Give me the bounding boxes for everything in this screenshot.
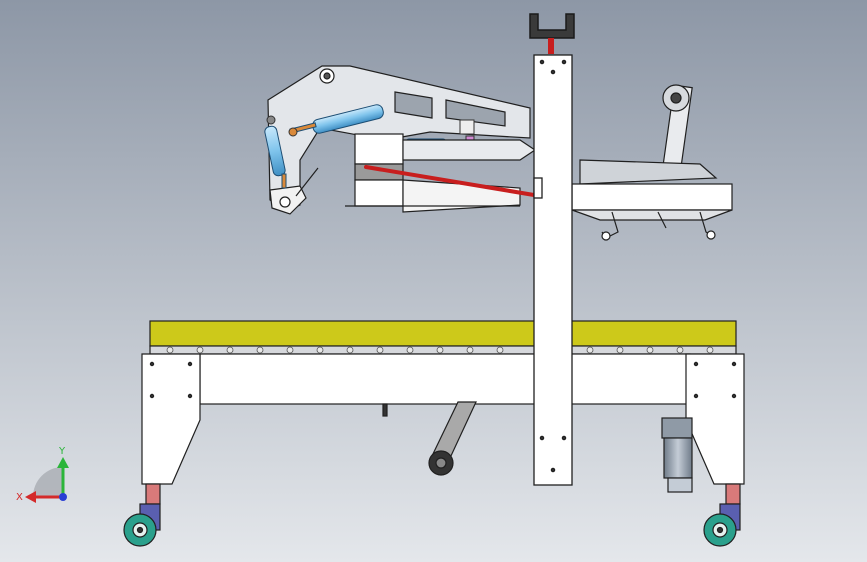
red-strut (364, 165, 542, 198)
left-leg (141, 353, 201, 505)
triad-shadow (33, 467, 63, 497)
triad-x-label: X (16, 492, 23, 503)
center-support (382, 401, 477, 476)
rollers (166, 346, 714, 354)
folding-arm-assembly (267, 65, 531, 215)
arm-cutout-1 (394, 91, 433, 119)
conveyor-top (149, 320, 737, 347)
z-axis-dot (59, 493, 67, 501)
tape-head-box (571, 183, 733, 211)
triad-y-label: Y (58, 446, 66, 457)
drive-motor (661, 417, 693, 493)
caster-right (703, 503, 741, 547)
center-post (533, 54, 573, 486)
upper-head-box (345, 133, 537, 213)
height-adjust-handle (529, 13, 575, 54)
tape-guide-plate (579, 159, 718, 185)
caster-left (123, 503, 161, 547)
cylinder-vertical (264, 115, 287, 189)
conveyor-bed (149, 320, 737, 405)
right-leg (685, 353, 745, 505)
axis-triad (25, 457, 69, 503)
tape-roller-arm (571, 84, 733, 241)
crossbeam (199, 353, 691, 405)
cylinder-diagonal (288, 104, 384, 137)
